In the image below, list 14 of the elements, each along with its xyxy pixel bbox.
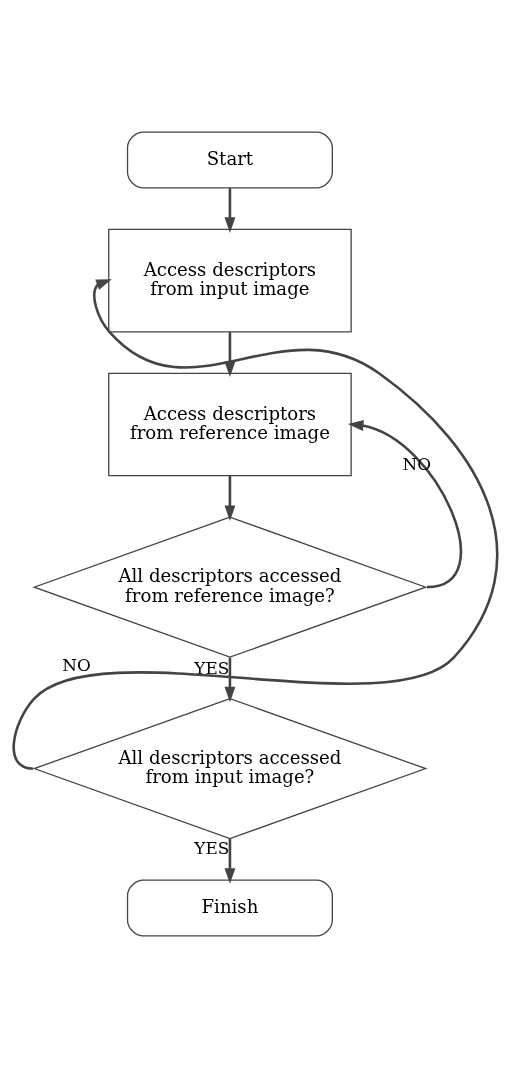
arrow xyxy=(224,476,236,521)
arrow xyxy=(12,279,499,770)
node-box: Finish xyxy=(126,879,333,937)
node-diamond: All descriptors accessed from reference image? xyxy=(32,516,428,658)
node-diamond: All descriptors accessed from input image? xyxy=(32,697,428,840)
node-box: Start xyxy=(126,131,333,189)
arrow xyxy=(224,838,236,884)
arrow xyxy=(347,420,463,589)
arrow xyxy=(224,188,236,233)
edge-label: YES xyxy=(194,838,230,859)
node-box: Access descriptors from input image xyxy=(108,228,352,333)
node-box: Access descriptors from reference image xyxy=(108,372,352,477)
arrow xyxy=(224,657,236,703)
edge-label: YES xyxy=(194,657,230,678)
